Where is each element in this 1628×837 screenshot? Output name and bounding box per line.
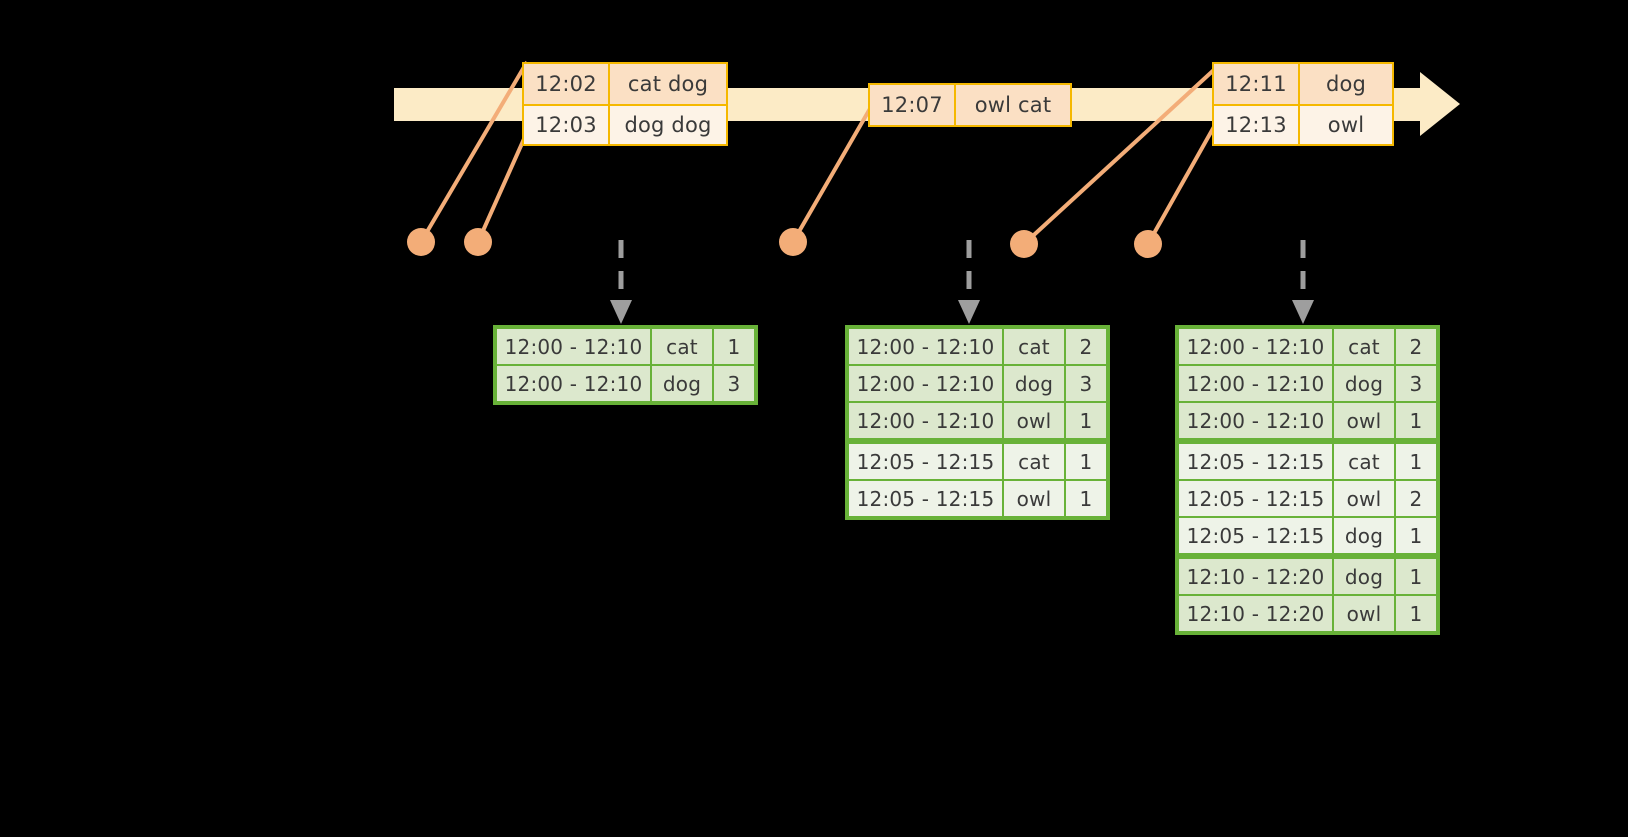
cell-word: owl (1004, 403, 1064, 438)
cell-word: dog (1334, 559, 1394, 594)
event-time: 12:03 (524, 106, 610, 144)
connector-dot (464, 228, 492, 256)
timeline-event-row[interactable]: 12:02 cat dog (524, 64, 726, 104)
cell-count: 1 (1396, 403, 1436, 438)
timeline-event-row[interactable]: 12:03 dog dog (524, 104, 726, 144)
cell-count: 1 (1066, 403, 1106, 438)
cell-window: 12:00 - 12:10 (1179, 329, 1332, 364)
timeline-event-row[interactable]: 12:11 dog (1214, 64, 1392, 104)
event-time: 12:13 (1214, 106, 1300, 144)
cell-window: 12:00 - 12:10 (849, 403, 1002, 438)
cell-window: 12:10 - 12:20 (1179, 559, 1332, 594)
cell-word: owl (1004, 481, 1064, 516)
cell-count: 1 (1066, 444, 1106, 479)
cell-count: 1 (1396, 596, 1436, 631)
cell-window: 12:00 - 12:10 (849, 329, 1002, 364)
cell-count: 2 (1396, 329, 1436, 364)
dashed-down-arrow-icon (610, 240, 632, 324)
cell-word: dog (1004, 366, 1064, 401)
timeline-event-group-1[interactable]: 12:02 cat dog 12:03 dog dog (522, 62, 728, 146)
event-time: 12:11 (1214, 64, 1300, 104)
cell-window: 12:05 - 12:15 (849, 444, 1002, 479)
cell-count: 1 (714, 329, 754, 364)
cell-word: cat (1334, 329, 1394, 364)
cell-word: dog (1334, 366, 1394, 401)
event-words: owl (1300, 106, 1392, 144)
timeline-event-group-2[interactable]: 12:07 owl cat (868, 83, 1072, 127)
cell-count: 3 (714, 366, 754, 401)
cell-window: 12:00 - 12:10 (497, 366, 650, 401)
cell-window: 12:05 - 12:15 (1179, 481, 1332, 516)
cell-window: 12:05 - 12:15 (849, 481, 1002, 516)
cell-word: owl (1334, 403, 1394, 438)
connector-dot (779, 228, 807, 256)
connector-dot (1134, 230, 1162, 258)
event-words: dog (1300, 64, 1392, 104)
cell-word: owl (1334, 481, 1394, 516)
cell-word: dog (652, 366, 712, 401)
cell-word: owl (1334, 596, 1394, 631)
cell-count: 2 (1396, 481, 1436, 516)
connector-dot (1010, 230, 1038, 258)
event-words: owl cat (956, 85, 1070, 125)
dashed-down-arrow-icon (1292, 240, 1314, 324)
cell-count: 1 (1396, 444, 1436, 479)
timeline-event-group-3[interactable]: 12:11 dog 12:13 owl (1212, 62, 1394, 146)
cell-count: 1 (1066, 481, 1106, 516)
cell-window: 12:10 - 12:20 (1179, 596, 1332, 631)
cell-window: 12:05 - 12:15 (1179, 518, 1332, 553)
connector-dot (407, 228, 435, 256)
cell-window: 12:05 - 12:15 (1179, 444, 1332, 479)
cell-word: cat (1004, 444, 1064, 479)
event-time: 12:02 (524, 64, 610, 104)
cell-word: dog (1334, 518, 1394, 553)
cell-count: 1 (1396, 559, 1436, 594)
event-words: dog dog (610, 106, 726, 144)
timeline-event-row[interactable]: 12:13 owl (1214, 104, 1392, 144)
event-words: cat dog (610, 64, 726, 104)
event-time: 12:07 (870, 85, 956, 125)
cell-count: 3 (1066, 366, 1106, 401)
timeline-event-row[interactable]: 12:07 owl cat (870, 85, 1070, 125)
cell-count: 2 (1066, 329, 1106, 364)
cell-window: 12:00 - 12:10 (1179, 403, 1332, 438)
cell-word: cat (1004, 329, 1064, 364)
cell-count: 1 (1396, 518, 1436, 553)
cell-window: 12:00 - 12:10 (1179, 366, 1332, 401)
cell-word: cat (1334, 444, 1394, 479)
cell-count: 3 (1396, 366, 1436, 401)
dashed-down-arrow-icon (958, 240, 980, 324)
cell-window: 12:00 - 12:10 (497, 329, 650, 364)
right-arrow-icon (1420, 72, 1460, 136)
cell-window: 12:00 - 12:10 (849, 366, 1002, 401)
cell-word: cat (652, 329, 712, 364)
